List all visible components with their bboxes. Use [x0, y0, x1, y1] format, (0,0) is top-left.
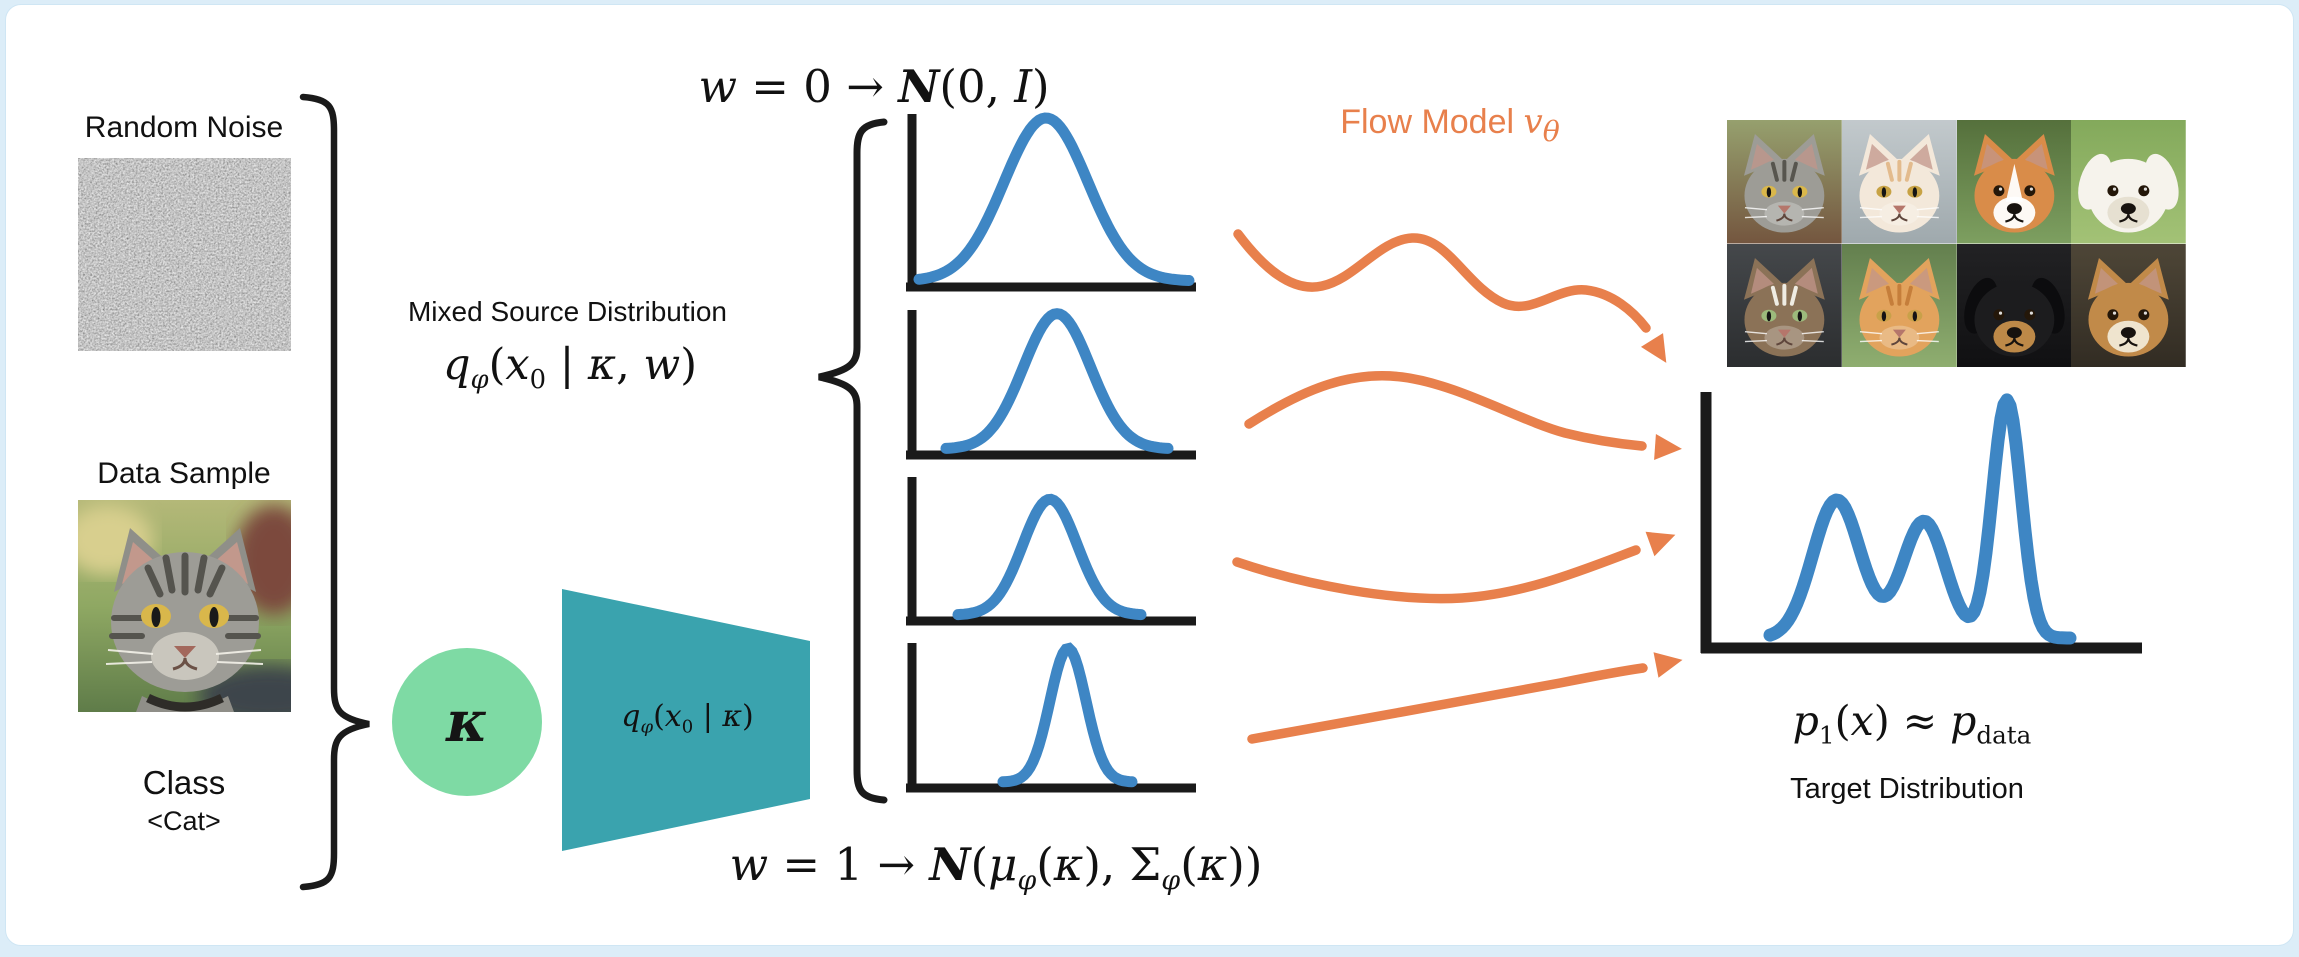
- gray-tabby-cat: [1727, 120, 1842, 244]
- random-noise-image: [78, 158, 291, 351]
- random-noise-label: Random Noise: [84, 111, 284, 144]
- data-sample-cat-image: [78, 500, 291, 712]
- left-curly-brace: [299, 93, 370, 891]
- mixed-source-title: Mixed Source Distribution: [407, 296, 728, 327]
- w1-formula: w = 1 → N(μφ(κ), Σφ(κ)): [729, 838, 1263, 897]
- black-tan-dachshund: [1956, 243, 2072, 367]
- encoder-formula: qφ(x0 | κ): [621, 699, 754, 738]
- generated-animal-image-grid: [1727, 120, 2186, 367]
- source-distribution-plot-2: [906, 308, 1196, 460]
- kappa-condition-node: κ: [392, 648, 542, 796]
- mixed-source-formula: qφ(x0 | κ, w): [442, 340, 698, 396]
- target-distribution-label: Target Distribution: [1790, 773, 2024, 805]
- encoder-trapezoid: [562, 589, 810, 851]
- flow-arrow-1: [1233, 229, 1667, 363]
- target-formula: p1(x) ≈ pdata: [1792, 697, 2032, 750]
- class-label: Class: [142, 764, 226, 801]
- target-distribution-plot: [1700, 392, 2142, 654]
- white-fluffy-dog: [2071, 120, 2186, 244]
- sable-sheltie-dog: [2071, 243, 2186, 367]
- source-distribution-plot-3: [906, 477, 1196, 626]
- source-distribution-plot-1: [906, 112, 1196, 292]
- data-sample-label: Data Sample: [97, 457, 271, 490]
- flow-arrow-3: [1232, 531, 1676, 604]
- class-value: <Cat>: [147, 806, 221, 836]
- flow-model-label: Flow Model vθ: [1340, 102, 1560, 148]
- corgi-dog: [1956, 120, 2072, 244]
- brown-white-cat: [1727, 243, 1842, 367]
- source-plots-curly-brace: [818, 118, 888, 804]
- kappa-symbol: κ: [446, 689, 488, 755]
- cream-white-cat: [1841, 120, 1957, 244]
- w0-formula: w = 0 → N(0, I): [698, 60, 1050, 113]
- flow-arrow-2: [1244, 371, 1682, 460]
- orange-kitten: [1841, 243, 1957, 367]
- flow-arrow-4: [1247, 652, 1683, 744]
- source-distribution-plot-4: [906, 642, 1196, 793]
